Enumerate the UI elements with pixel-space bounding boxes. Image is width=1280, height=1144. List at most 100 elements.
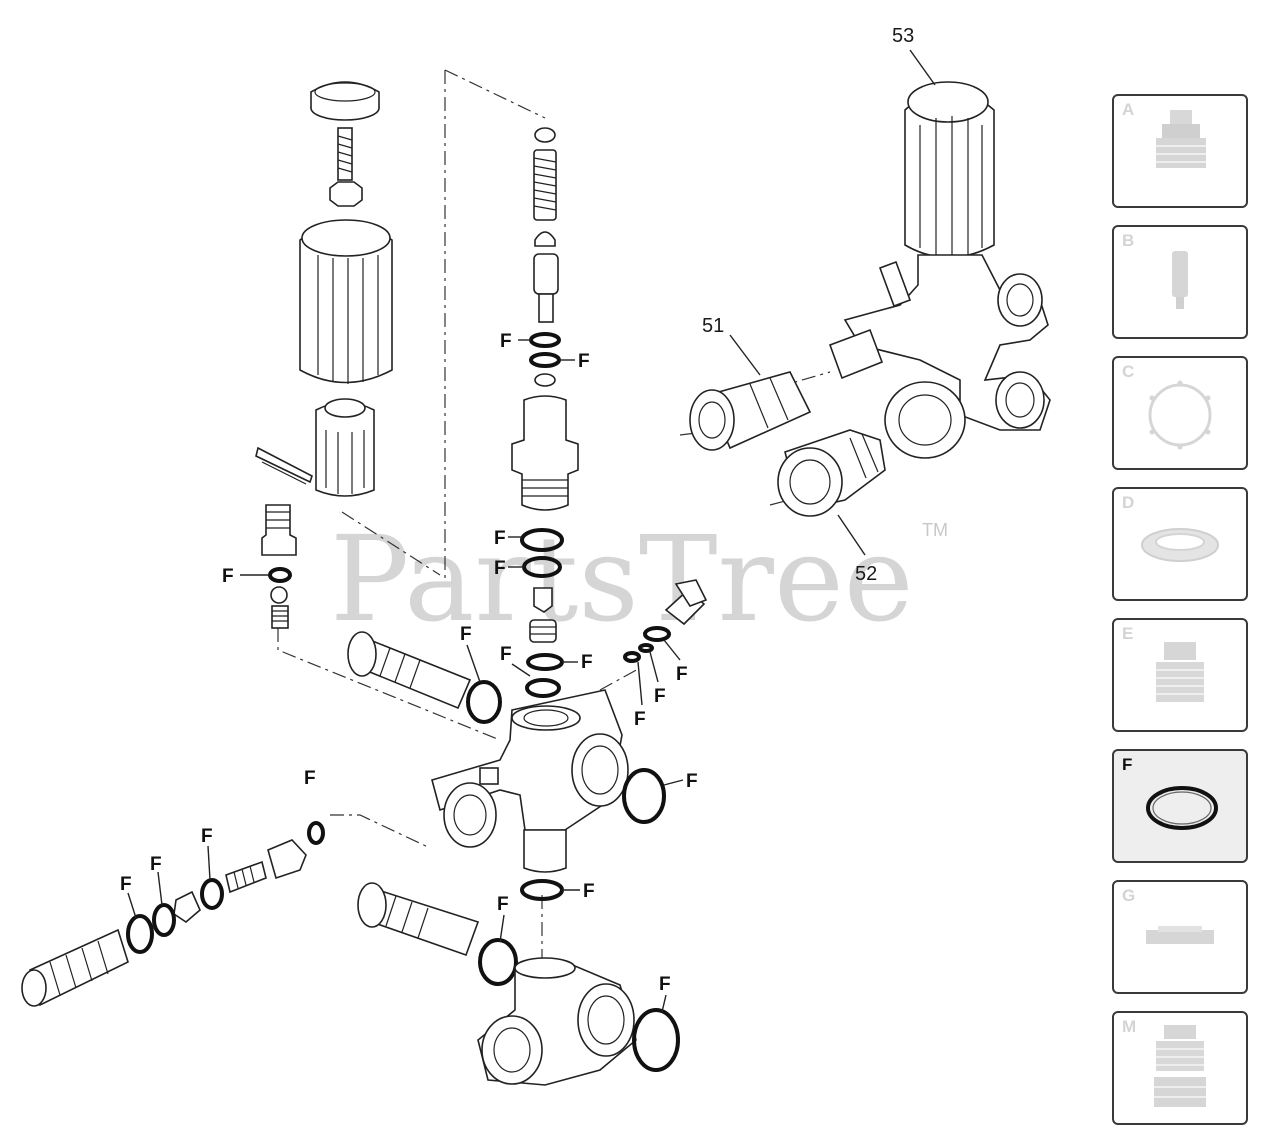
category-letter: M bbox=[1122, 1017, 1137, 1036]
leader-line bbox=[649, 651, 659, 683]
callout-f: F bbox=[686, 771, 698, 792]
leader-line bbox=[663, 639, 681, 661]
unloader-body bbox=[315, 398, 375, 497]
callout-f: F bbox=[497, 894, 509, 915]
leader-line bbox=[909, 49, 936, 86]
callout-f: F bbox=[150, 854, 162, 875]
o-ring bbox=[466, 680, 502, 724]
assembly-line bbox=[444, 69, 546, 119]
callout-f: F bbox=[460, 624, 472, 645]
watermark-tm: TM bbox=[922, 520, 948, 540]
leader-line bbox=[466, 644, 481, 683]
exploded-parts-diagram: PartsTree TM bbox=[21, 25, 1051, 1086]
o-ring bbox=[622, 768, 666, 824]
spacer bbox=[173, 890, 201, 924]
callout-f: F bbox=[654, 686, 666, 707]
bellows-icon bbox=[1156, 642, 1204, 702]
callout-f: F bbox=[583, 881, 595, 902]
poppet bbox=[267, 839, 307, 880]
o-ring-icon bbox=[1146, 786, 1218, 830]
o-ring bbox=[526, 653, 564, 671]
manifold-body bbox=[431, 689, 629, 873]
gasket-icon bbox=[1148, 380, 1212, 450]
callout-f: F bbox=[578, 351, 590, 372]
leader-line bbox=[499, 914, 505, 943]
assembly-line bbox=[341, 511, 441, 576]
o-ring bbox=[200, 878, 224, 910]
check-spring bbox=[225, 860, 267, 894]
o-ring bbox=[307, 821, 325, 845]
category-tile-f[interactable]: F bbox=[1112, 749, 1248, 863]
leader-line bbox=[511, 663, 531, 677]
callout-f: F bbox=[494, 558, 506, 579]
leader-line bbox=[207, 845, 211, 881]
o-ring bbox=[152, 903, 176, 937]
o-ring bbox=[268, 567, 292, 583]
category-letter: G bbox=[1122, 886, 1136, 905]
callout-f: F bbox=[304, 768, 316, 789]
threaded-stud bbox=[337, 127, 353, 181]
threaded-sleeve bbox=[511, 395, 579, 511]
callout-f: F bbox=[634, 709, 646, 730]
small-spring bbox=[271, 605, 289, 629]
quick-coupler bbox=[689, 371, 812, 451]
category-letter: A bbox=[1122, 100, 1135, 119]
callout-f: F bbox=[676, 664, 688, 685]
o-ring bbox=[623, 651, 641, 663]
o-ring bbox=[638, 643, 654, 653]
o-ring bbox=[643, 626, 671, 642]
category-tile-b[interactable]: B bbox=[1112, 225, 1248, 339]
leader-line bbox=[127, 892, 137, 919]
category-tile-m[interactable]: M bbox=[1112, 1011, 1248, 1125]
leader-line bbox=[729, 334, 761, 376]
category-letter: C bbox=[1122, 362, 1135, 381]
unloader-assembly bbox=[828, 81, 1051, 459]
o-ring bbox=[525, 678, 561, 698]
seal-icon bbox=[1141, 528, 1219, 562]
leader-line bbox=[663, 779, 684, 786]
piston-icon bbox=[1156, 110, 1206, 168]
category-tile-a[interactable]: A bbox=[1112, 94, 1248, 208]
callout-52: 52 bbox=[855, 563, 877, 585]
callout-f: F bbox=[494, 528, 506, 549]
callout-f: F bbox=[120, 874, 132, 895]
tee-fitting bbox=[477, 957, 637, 1086]
category-letter: D bbox=[1122, 493, 1135, 512]
leader-line bbox=[157, 871, 163, 906]
unloader-cap bbox=[310, 81, 380, 121]
seat-spring bbox=[529, 619, 557, 643]
o-ring bbox=[126, 914, 154, 954]
lower-inlet-fitting bbox=[357, 882, 480, 957]
small-washer bbox=[534, 373, 556, 387]
category-tile-e[interactable]: E bbox=[1112, 618, 1248, 732]
hex-nut bbox=[329, 181, 363, 207]
unloader-knob bbox=[299, 219, 393, 384]
o-ring bbox=[478, 938, 518, 986]
assembly-line bbox=[330, 814, 431, 849]
callout-f: F bbox=[659, 974, 671, 995]
o-ring bbox=[529, 332, 561, 348]
o-ring bbox=[632, 1008, 680, 1072]
category-letter: E bbox=[1122, 624, 1134, 643]
callout-f: F bbox=[500, 644, 512, 665]
rod-icon bbox=[1172, 251, 1188, 309]
outlet-fitting bbox=[21, 928, 129, 1007]
callout-f: F bbox=[500, 331, 512, 352]
watermark-text: PartsTree bbox=[330, 510, 914, 648]
leader-line bbox=[837, 514, 866, 556]
inlet-fitting bbox=[347, 631, 472, 710]
callout-f: F bbox=[222, 566, 234, 587]
assembly-line bbox=[277, 628, 501, 741]
top-washer bbox=[534, 127, 556, 143]
swivel-nut-fitting bbox=[777, 429, 886, 517]
main-spring bbox=[533, 149, 557, 221]
category-tile-g[interactable]: G bbox=[1112, 880, 1248, 994]
valve-seat bbox=[533, 587, 553, 613]
leader-line bbox=[661, 994, 667, 1013]
spring-seat bbox=[534, 231, 556, 247]
bracket-icon bbox=[1146, 926, 1214, 944]
callout-51: 51 bbox=[702, 315, 724, 337]
piston-stem bbox=[533, 253, 559, 323]
category-tile-d[interactable]: D bbox=[1112, 487, 1248, 601]
category-tile-c[interactable]: C bbox=[1112, 356, 1248, 470]
